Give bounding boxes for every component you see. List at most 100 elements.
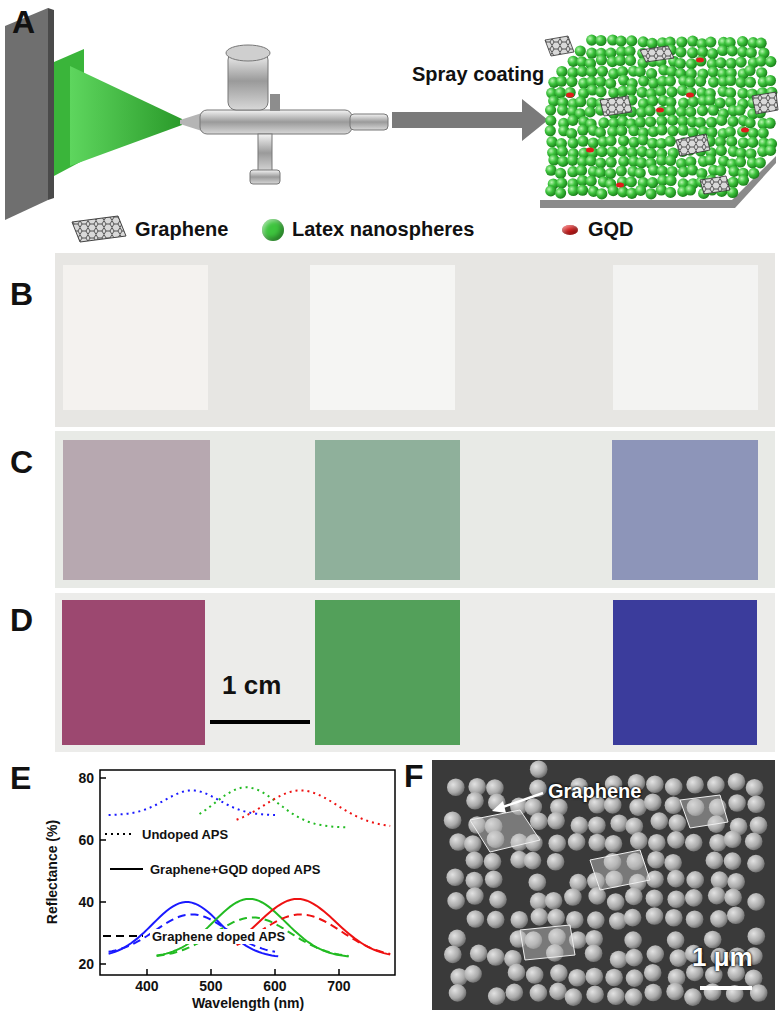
legend-text: Graphene doped APS <box>150 929 287 944</box>
film-sample <box>612 440 758 580</box>
sem-sphere <box>607 987 625 1005</box>
sem-sphere <box>746 779 764 797</box>
latex-sphere <box>726 58 737 69</box>
latex-sphere <box>638 76 649 87</box>
latex-sphere <box>557 105 568 116</box>
sem-sphere <box>748 927 766 945</box>
scale-label: 1 cm <box>222 672 281 698</box>
latex-sphere <box>596 54 607 65</box>
sem-sphere <box>625 988 643 1006</box>
latex-sphere <box>588 137 599 148</box>
latex-sphere <box>618 156 629 167</box>
latex-sphere <box>647 177 658 188</box>
latex-sphere <box>708 105 719 116</box>
sem-sphere <box>644 794 662 812</box>
latex-sphere <box>686 58 697 69</box>
spectrum-curve <box>109 790 275 815</box>
sem-sphere <box>447 779 465 797</box>
latex-sphere <box>665 175 676 186</box>
sem-sphere <box>545 892 563 910</box>
sem-sphere <box>485 870 503 888</box>
latex-sphere <box>705 37 716 48</box>
latex-sphere <box>555 188 566 199</box>
graphene-sheet <box>545 36 574 56</box>
sem-sphere <box>625 949 643 967</box>
sem-sphere <box>530 760 548 778</box>
tick-mark <box>338 969 340 975</box>
scale-bar <box>210 720 310 724</box>
sem-sphere <box>709 834 727 852</box>
latex-sphere <box>616 36 627 47</box>
latex-sphere <box>765 145 776 156</box>
graphene-sheet <box>752 92 778 114</box>
sem-sphere <box>665 796 683 814</box>
sem-sphere <box>530 813 548 831</box>
sem-sphere <box>684 988 702 1006</box>
gqd-dot <box>656 108 664 113</box>
sem-sphere <box>531 908 549 926</box>
latex-sphere <box>646 148 657 159</box>
callout-label: Graphene <box>548 781 641 801</box>
latex-sphere <box>616 125 627 136</box>
photo-background <box>55 253 775 427</box>
latex-sphere <box>725 126 736 137</box>
latex-sphere <box>725 75 736 86</box>
sem-sphere <box>647 851 665 869</box>
latex-sphere <box>655 86 666 97</box>
tick-label: 20 <box>78 957 94 971</box>
latex-sphere <box>567 115 578 126</box>
film-sample <box>613 600 757 745</box>
sem-sphere <box>711 871 729 889</box>
latex-sphere <box>667 125 678 136</box>
latex-sphere <box>736 57 747 68</box>
sem-sphere <box>487 948 505 966</box>
sem-sphere <box>609 912 627 930</box>
film-sample <box>315 600 460 745</box>
tick-label: 600 <box>263 979 286 993</box>
sem-sphere <box>664 854 682 872</box>
sem-sphere <box>667 890 685 908</box>
latex-sphere <box>566 128 577 139</box>
latex-sphere <box>646 188 657 199</box>
sem-sphere <box>724 852 742 870</box>
sem-sphere <box>669 814 687 832</box>
sem-sphere <box>610 815 628 833</box>
sem-sphere <box>745 833 763 851</box>
latex-sphere <box>685 184 696 195</box>
latex-sphere <box>617 146 628 157</box>
sem-sphere <box>449 984 467 1002</box>
sem-sphere <box>667 870 685 888</box>
spectrum-curve <box>200 787 347 827</box>
latex-sphere <box>545 165 556 176</box>
latex-sphere <box>678 125 689 136</box>
sem-sphere <box>686 910 704 928</box>
tick-mark <box>100 963 106 965</box>
tick-label: 40 <box>78 895 94 909</box>
latex-sphere <box>665 155 676 166</box>
latex-sphere <box>637 135 648 146</box>
tick-label: 700 <box>327 979 350 993</box>
latex-sphere <box>688 96 699 107</box>
sem-spheres <box>444 760 768 1005</box>
legend-line <box>110 868 143 870</box>
sem-sphere <box>630 832 648 850</box>
latex-sphere <box>615 55 626 66</box>
sem-sphere <box>747 795 765 813</box>
latex-sphere <box>735 156 746 167</box>
sem-sphere <box>624 931 642 949</box>
latex-sphere <box>645 116 656 127</box>
scale-bar <box>700 986 752 990</box>
graphene-sheet <box>600 96 632 116</box>
sem-sphere <box>727 906 745 924</box>
latex-sphere <box>577 125 588 136</box>
latex-sphere <box>727 45 738 56</box>
tick-mark <box>274 969 276 975</box>
sem-sphere <box>568 969 586 987</box>
latex-sphere <box>716 145 727 156</box>
latex-sphere <box>635 167 646 178</box>
sem-sphere <box>728 794 746 812</box>
panel-letter: C <box>10 446 33 478</box>
latex-sphere <box>616 165 627 176</box>
latex-sphere <box>708 66 719 77</box>
gqd-dot <box>741 128 749 133</box>
